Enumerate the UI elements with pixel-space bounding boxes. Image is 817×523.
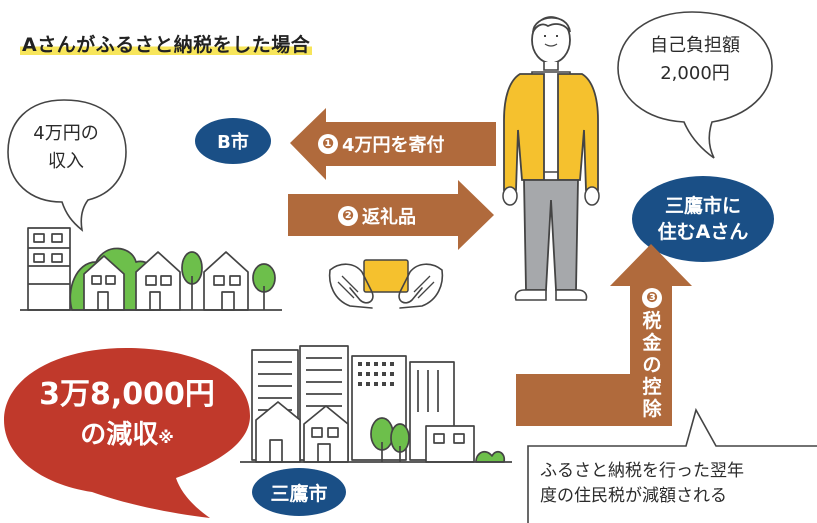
- step3-number: ❸: [642, 288, 662, 308]
- step3-char-5: 除: [642, 398, 662, 420]
- burden-bubble-text: 自己負担額 2,000円: [650, 35, 740, 84]
- b-city-label: B市: [195, 118, 271, 164]
- step3-char-3: の: [642, 354, 662, 376]
- tax-deduction-label: ❸ 税 金 の 控 除: [638, 288, 666, 420]
- step1-number: ❶: [318, 134, 338, 154]
- revenue-loss-suffix: の減収: [80, 420, 159, 450]
- step3-char-1: 税: [642, 310, 662, 332]
- income-bubble-text: 4万円の 収入: [33, 123, 99, 172]
- revenue-loss-amount: 3万8,000円: [39, 377, 215, 412]
- step3-char-2: 金: [642, 332, 662, 354]
- gift-arrow-label: ❷ 返礼品: [338, 203, 416, 229]
- resident-label: 三鷹市に 住むAさん: [632, 176, 774, 262]
- revenue-loss-suffix-wrap: の減収※: [14, 418, 240, 455]
- step3-char-4: 控: [642, 376, 662, 398]
- step1-text: 4万円を寄付: [342, 135, 445, 156]
- resident-label-text: 三鷹市に 住むAさん: [657, 195, 749, 243]
- note-mark: ※: [158, 428, 174, 447]
- note-text: ふるさと納税を行った翌年 度の住民税が減額される: [540, 461, 744, 506]
- step2-number: ❷: [338, 206, 358, 226]
- mitaka-city-label: 三鷹市: [252, 468, 346, 516]
- page-title: Aさんがふるさと納税をした場合: [20, 30, 313, 57]
- donation-arrow-label: ❶ 4万円を寄付: [318, 131, 445, 157]
- step2-text: 返礼品: [362, 207, 416, 228]
